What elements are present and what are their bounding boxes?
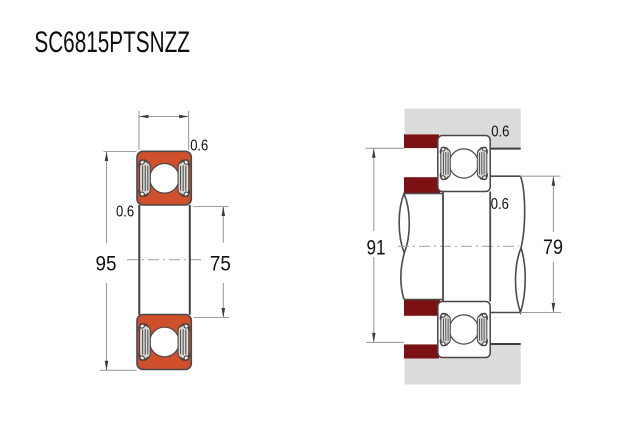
svg-text:0.6: 0.6 [491, 124, 509, 141]
svg-text:91: 91 [367, 236, 386, 260]
svg-text:SC6815PTSNZZ: SC6815PTSNZZ [34, 26, 190, 59]
svg-text:0.6: 0.6 [116, 204, 134, 221]
svg-text:75: 75 [210, 252, 231, 276]
svg-text:79: 79 [543, 235, 563, 259]
svg-text:0.6: 0.6 [491, 196, 509, 213]
svg-text:95: 95 [96, 252, 117, 276]
svg-text:0.6: 0.6 [190, 138, 208, 155]
